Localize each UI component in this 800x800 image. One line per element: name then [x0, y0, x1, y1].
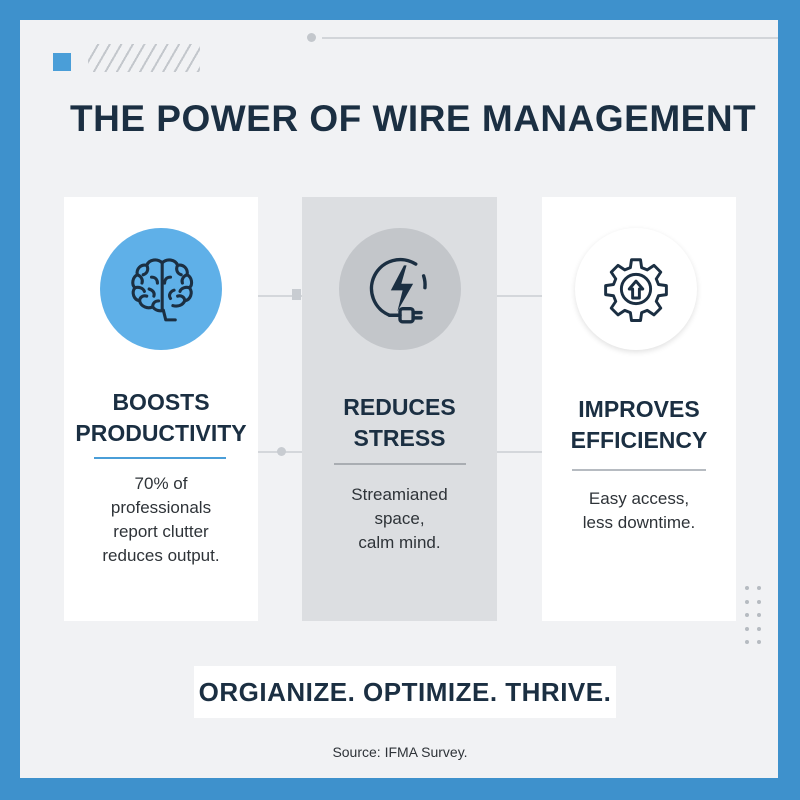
card-description: 70% of professionals report clutter redu… [102, 474, 220, 565]
source-note: Source: IFMA Survey. [332, 744, 468, 760]
icon-circle [100, 228, 222, 350]
decorative-dot [307, 33, 316, 42]
icon-circle [339, 228, 461, 350]
decorative-dot-grid [745, 586, 767, 646]
connector-line [497, 451, 542, 453]
connector-node [292, 289, 301, 300]
card-divider [334, 463, 466, 465]
card-title: REDUCES STRESS [343, 394, 456, 451]
gear-arrow-icon [604, 258, 668, 322]
card-divider [94, 457, 226, 459]
card-reduces-stress: REDUCES STRESS Streamianed space, calm m… [302, 197, 497, 621]
card-description: Streamianed space, calm mind. [351, 485, 448, 552]
accent-square [53, 53, 71, 71]
card-title: BOOSTS PRODUCTIVITY [75, 389, 247, 446]
connector-line [497, 295, 542, 297]
brain-icon [131, 258, 194, 322]
lightning-plug-icon [369, 257, 427, 324]
card-improves-efficiency: IMPROVES EFFICIENCY Easy access, less do… [542, 197, 736, 621]
card-boosts-productivity: BOOSTS PRODUCTIVITY 70% of professionals… [64, 197, 258, 621]
connector-line [258, 295, 302, 297]
card-description: Easy access, less downtime. [582, 489, 696, 532]
connector-node [277, 447, 286, 456]
icon-circle [575, 228, 697, 350]
slogan-banner: ORGIANIZE. OPTIMIZE. THRIVE. [194, 666, 616, 718]
card-divider [572, 469, 706, 471]
slogan-text: ORGIANIZE. OPTIMIZE. THRIVE. [198, 676, 612, 707]
page-title: THE POWER OF WIRE MANAGEMENT [70, 98, 757, 139]
card-title: IMPROVES EFFICIENCY [570, 396, 708, 453]
decorative-line [322, 37, 778, 39]
decorative-hatch [88, 44, 200, 72]
